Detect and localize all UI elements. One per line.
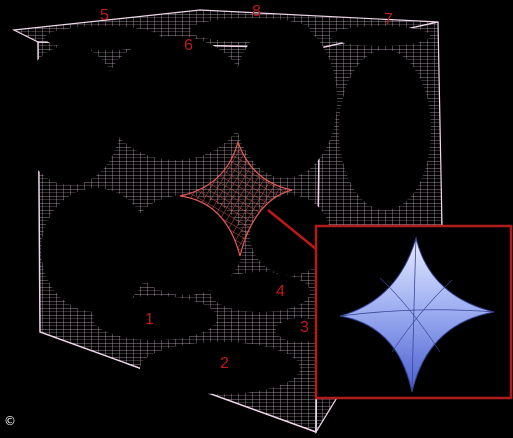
inset-panel [314,224,513,400]
label-3: 3 [300,319,309,336]
copyright-symbol: © [4,414,16,428]
highlighted-cell [179,139,293,257]
label-2: 2 [220,355,229,372]
label-6: 6 [184,37,193,54]
label-5: 5 [100,7,109,24]
label-8: 8 [252,3,261,20]
label-1: 1 [145,311,154,328]
cavities [18,18,431,394]
label-4: 4 [276,283,285,300]
label-7: 7 [384,11,393,28]
